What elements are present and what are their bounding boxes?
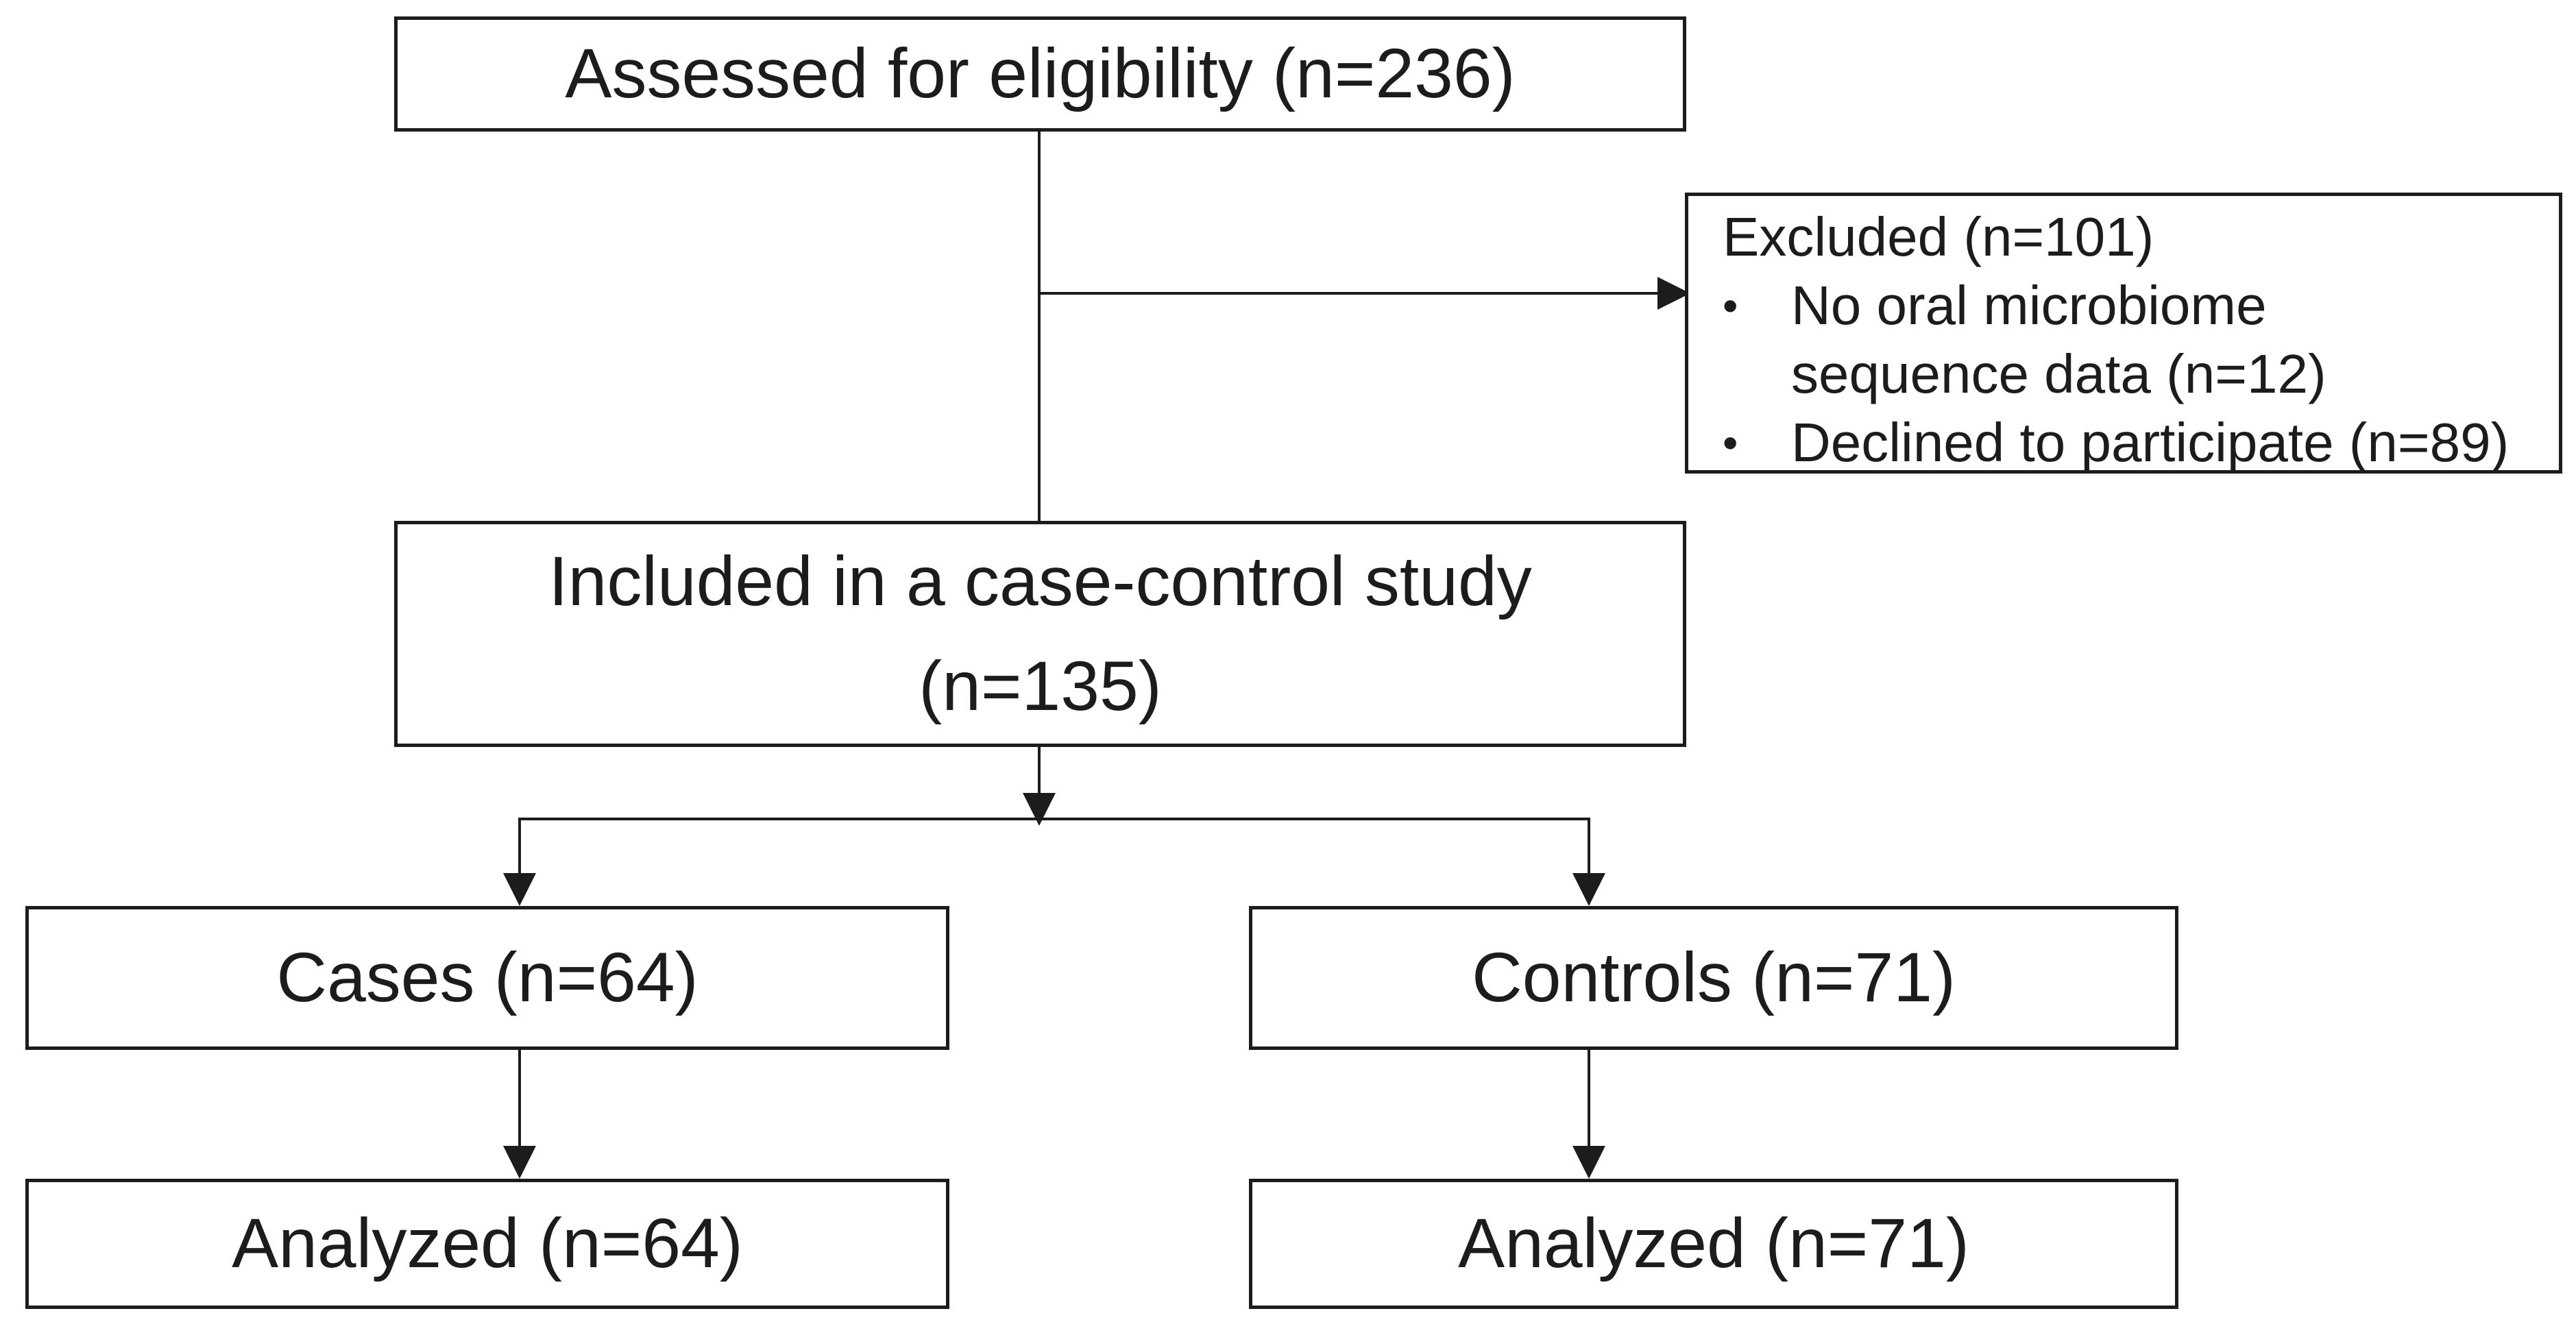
arrowhead-down-icon xyxy=(1572,1146,1605,1179)
excluded-bullet-item: • No oral microbiome sequence data (n=12… xyxy=(1688,271,2549,408)
arrowhead-down-icon xyxy=(1023,793,1056,826)
bullet-icon: • xyxy=(1723,281,1738,330)
connector-to-excluded xyxy=(1038,292,1660,295)
connector-split-horizontal xyxy=(518,818,1590,820)
connector-cases-to-analyzed xyxy=(518,1050,521,1149)
analyzed-controls-box: Analyzed (n=71) xyxy=(1249,1179,2178,1309)
bullet-icon: • xyxy=(1723,418,1738,467)
connector-split-to-controls xyxy=(1588,818,1590,877)
controls-box: Controls (n=71) xyxy=(1249,906,2178,1050)
assessed-box: Assessed for eligibility (n=236) xyxy=(394,16,1686,132)
connector-controls-to-analyzed xyxy=(1588,1050,1590,1149)
excluded-box: Excluded (n=101) • No oral microbiome se… xyxy=(1685,193,2562,474)
connector-assessed-to-included xyxy=(1038,132,1041,522)
excluded-bullet-item: • Declined to participate (n=89) xyxy=(1688,408,2549,477)
excluded-bullet-text: Declined to participate (n=89) xyxy=(1791,412,2510,473)
assessed-label: Assessed for eligibility (n=236) xyxy=(565,34,1516,113)
analyzed-cases-box: Analyzed (n=64) xyxy=(25,1179,949,1309)
arrowhead-down-icon xyxy=(503,1146,536,1179)
included-label-line2: (n=135) xyxy=(919,647,1162,725)
excluded-bullet-text: No oral microbiome sequence data (n=12) xyxy=(1791,275,2326,404)
included-box: Included in a case-control study (n=135) xyxy=(394,521,1686,747)
cases-box: Cases (n=64) xyxy=(25,906,949,1050)
included-label-line1: Included in a case-control study xyxy=(548,542,1532,620)
cases-label: Cases (n=64) xyxy=(276,938,698,1017)
connector-included-to-split xyxy=(1038,746,1041,797)
analyzed-controls-label: Analyzed (n=71) xyxy=(1458,1204,1969,1283)
arrowhead-down-icon xyxy=(1572,873,1605,906)
connector-split-to-cases xyxy=(518,818,521,877)
analyzed-cases-label: Analyzed (n=64) xyxy=(232,1204,743,1283)
arrowhead-down-icon xyxy=(503,873,536,906)
excluded-title: Excluded (n=101) xyxy=(1723,206,2154,267)
controls-label: Controls (n=71) xyxy=(1472,938,1956,1017)
